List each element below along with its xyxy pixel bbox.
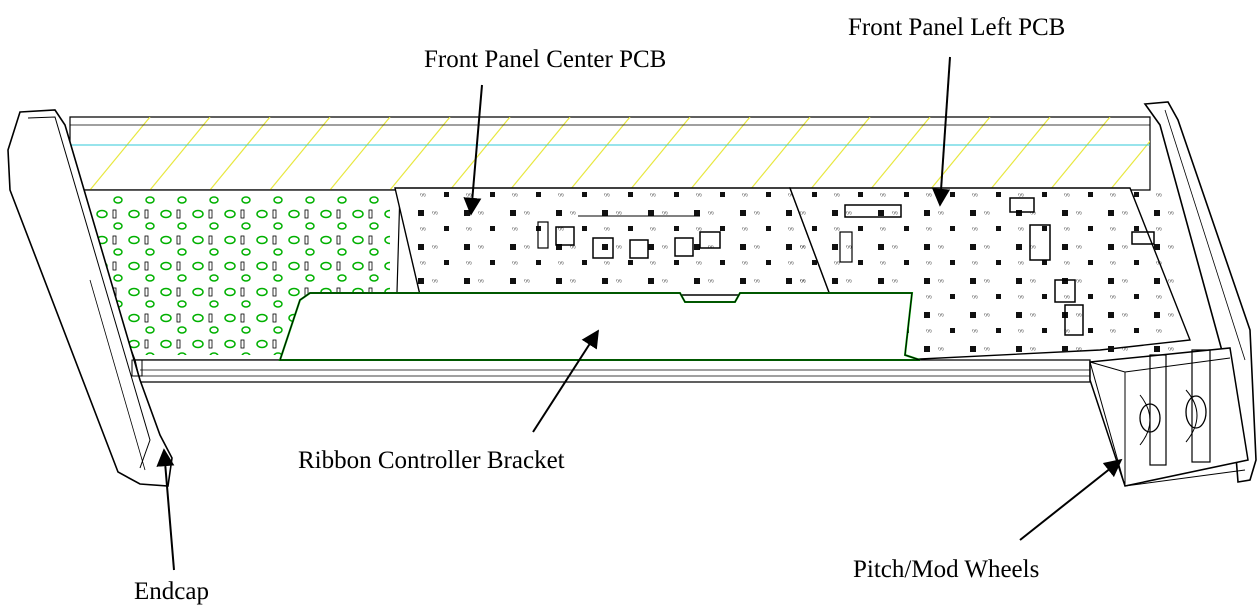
ribbon-controller-bracket-label: Ribbon Controller Bracket [298,447,565,474]
center-pcb-leader [463,84,483,216]
front-panel-left-pcb-label: Front Panel Left PCB [848,14,1066,41]
left-pcb-leader [932,56,951,207]
endcap-label: Endcap [134,578,209,605]
endcap-shape [7,109,173,487]
back-rail [69,116,1151,191]
wheel-housing-shape [1089,347,1249,487]
pitch-mod-leader [1019,458,1123,541]
center-pcb-board [394,187,832,296]
pitch-mod-wheels-label: Pitch/Mod Wheels [853,556,1040,583]
ribbon-leader [532,329,599,433]
front-panel-center-pcb-label: Front Panel Center PCB [424,46,667,73]
ribbon-bracket-shape [278,292,921,361]
endcap-leader [156,448,175,571]
front-rail [134,359,1091,383]
